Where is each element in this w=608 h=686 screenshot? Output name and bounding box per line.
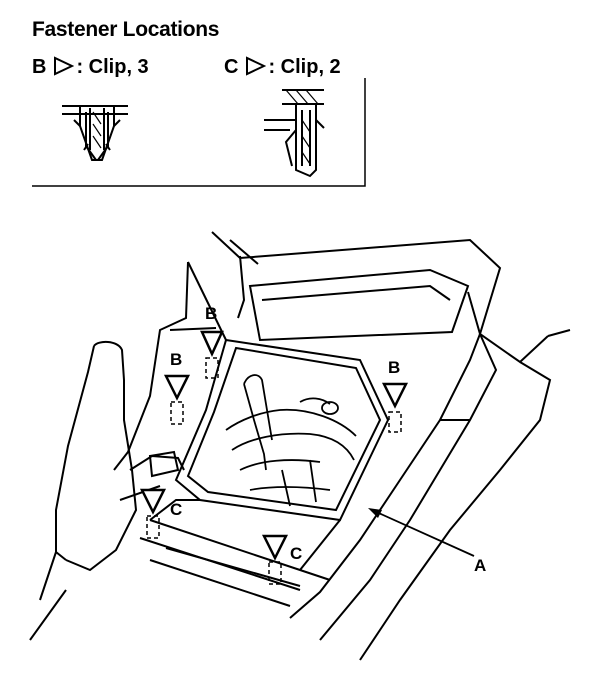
clip-c-marker-2 [261, 534, 289, 585]
clip-b-marker-2 [163, 374, 191, 425]
legend-b-text: : Clip, 3 [76, 56, 149, 78]
triangle-marker-icon [54, 56, 75, 76]
legend-c-letter: C [224, 56, 239, 78]
clip-c-marker-1 [139, 488, 167, 539]
page-title: Fastener Locations [32, 18, 220, 41]
callout-b-label: B [388, 358, 401, 377]
clip-b-marker-3 [381, 382, 409, 433]
parking-brake-lever [29, 340, 185, 641]
triangle-marker-icon [246, 56, 267, 76]
legend-clip-b: B : Clip, 3 [32, 56, 149, 79]
shift-boot [225, 374, 357, 507]
clip-b-marker-1 [200, 330, 224, 379]
callout-a-leader [368, 508, 475, 557]
console-body [211, 231, 571, 661]
legend-b-letter: B [32, 56, 47, 78]
callout-c-label: C [170, 500, 183, 519]
callout-b-label: B [170, 350, 183, 369]
legend-c-text: : Clip, 2 [268, 56, 341, 78]
callout-c-label: C [290, 544, 303, 563]
console-tray [113, 261, 390, 607]
clip-c-detail-icon [264, 89, 325, 178]
callout-b-label: B [205, 304, 218, 323]
callout-a-label: A [474, 556, 487, 575]
legend-clip-c: C : Clip, 2 [224, 56, 341, 79]
legend-box-border [32, 78, 366, 187]
clip-b-detail-icon [62, 105, 128, 161]
